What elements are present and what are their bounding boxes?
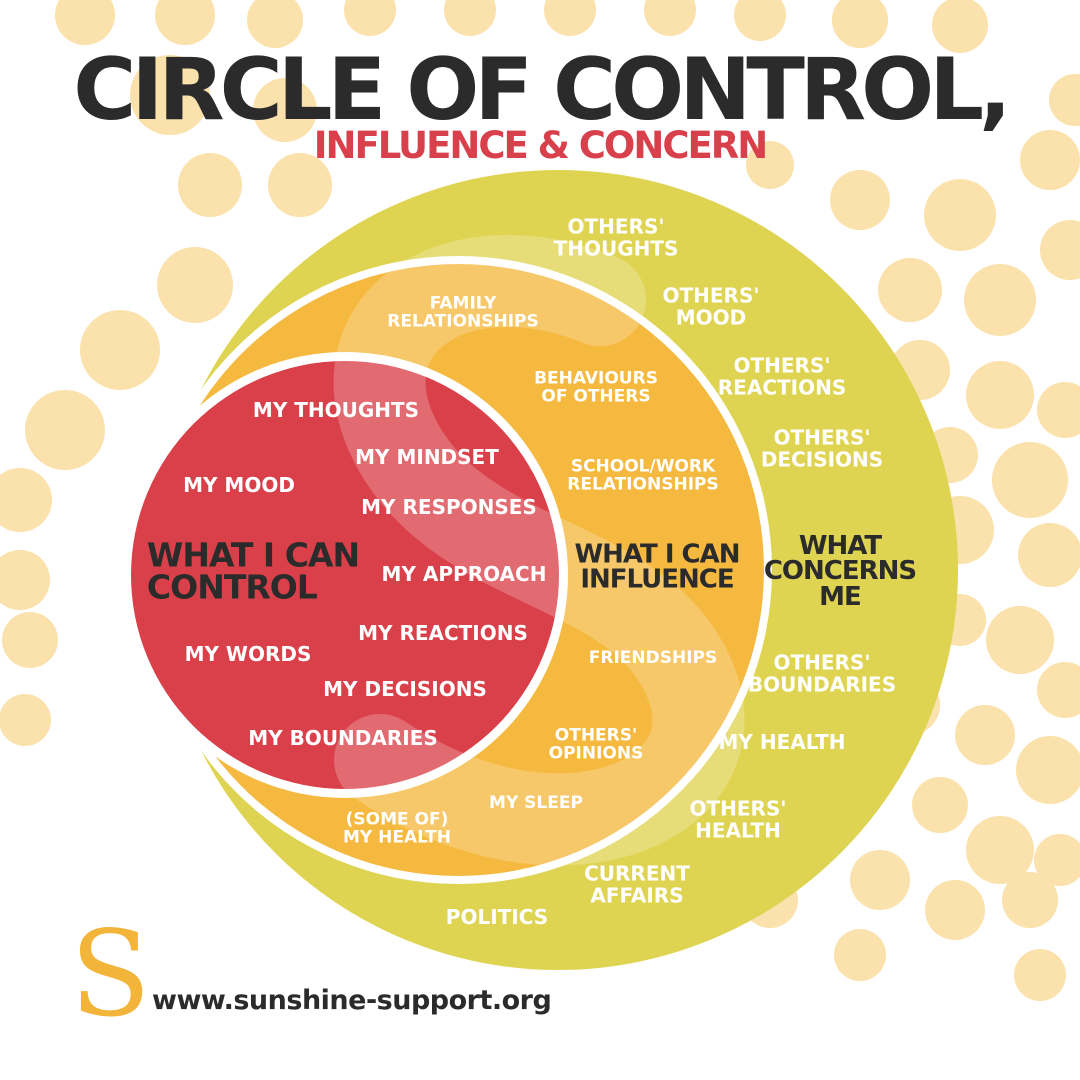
- page-title: CIRCLE OF CONTROL,: [73, 40, 1011, 140]
- background-dot: [157, 247, 233, 323]
- influence-item: FRIENDSHIPS: [588, 647, 718, 668]
- background-dot: [1014, 949, 1066, 1001]
- website-link[interactable]: www.sunshine-support.org: [152, 985, 552, 1016]
- background-dot: [966, 361, 1034, 429]
- background-dot: [2, 612, 58, 668]
- background-dot: [1034, 834, 1080, 886]
- background-dot: [830, 170, 890, 230]
- background-dot: [850, 850, 910, 910]
- background-dot: [746, 141, 794, 189]
- control-circle: [131, 361, 559, 789]
- background-dot: [925, 880, 985, 940]
- background-dot: [932, 0, 988, 53]
- background-dot: [0, 550, 50, 610]
- sunshine-logo: S: [70, 905, 151, 1043]
- background-dot: [0, 694, 51, 746]
- background-dot: [253, 78, 317, 142]
- background-dot: [268, 153, 332, 217]
- background-dot: [130, 55, 210, 135]
- background-dot: [966, 816, 1034, 884]
- background-dots: [0, 0, 1080, 1001]
- background-dot: [992, 442, 1068, 518]
- background-dot: [55, 0, 115, 45]
- concern-item: OTHERS' THOUGHTS: [553, 214, 679, 260]
- background-dot: [878, 258, 942, 322]
- background-dot: [964, 264, 1036, 336]
- background-dot: [1037, 662, 1080, 718]
- control-item: MY APPROACH: [381, 562, 547, 587]
- background-dot: [155, 0, 215, 45]
- control-item: MY REACTIONS: [358, 621, 528, 646]
- background-dot: [1002, 872, 1058, 928]
- background-dot: [1016, 736, 1080, 804]
- background-dot: [544, 0, 596, 36]
- influence-item: MY SLEEP: [489, 792, 583, 813]
- watermark-s: [333, 234, 745, 866]
- background-dot: [955, 705, 1015, 765]
- concern-item: OTHERS' DECISIONS: [760, 425, 884, 471]
- control-item: MY MINDSET: [355, 445, 499, 470]
- concern-item: MY HEALTH: [718, 730, 846, 755]
- concern-item: OTHERS' HEALTH: [689, 796, 787, 842]
- influence-item: FAMILY RELATIONSHIPS: [387, 293, 539, 332]
- influence-item: OTHERS' OPINIONS: [548, 725, 644, 764]
- background-dot: [344, 0, 396, 36]
- background-dot: [1049, 74, 1080, 126]
- concern-heading: WHAT CONCERNS ME: [763, 530, 917, 612]
- background-dot: [912, 777, 968, 833]
- influence-heading: WHAT I CAN INFLUENCE: [574, 539, 740, 595]
- influence-item: SCHOOL/WORK RELATIONSHIPS: [567, 456, 719, 495]
- control-item: MY DECISIONS: [323, 677, 487, 702]
- background-dot: [178, 153, 242, 217]
- control-item: MY THOUGHTS: [252, 398, 420, 423]
- background-dot: [834, 929, 886, 981]
- background-dot: [80, 310, 160, 390]
- background-dot: [444, 0, 496, 36]
- watermark-s-stroke: [333, 234, 745, 866]
- influence-item: (SOME OF) MY HEALTH: [343, 809, 451, 848]
- background-dot: [924, 179, 996, 251]
- circles: [122, 170, 958, 970]
- concern-item: OTHERS' MOOD: [662, 283, 760, 329]
- influence-item: BEHAVIOURS OF OTHERS: [534, 368, 658, 407]
- background-dot: [1018, 523, 1080, 587]
- concern-item: OTHERS' BOUNDARIES: [747, 650, 897, 696]
- control-item: MY BOUNDARIES: [248, 726, 438, 751]
- background-dot: [644, 0, 696, 36]
- control-item: MY MOOD: [183, 473, 295, 498]
- background-dot: [1040, 220, 1080, 280]
- background-dot: [734, 0, 786, 41]
- background-dot: [1037, 382, 1080, 438]
- background-dot: [0, 468, 52, 532]
- control-heading: WHAT I CAN CONTROL: [146, 535, 360, 607]
- background-dot: [25, 390, 105, 470]
- concern-item: POLITICS: [445, 905, 549, 930]
- page-subtitle: INFLUENCE & CONCERN: [313, 124, 768, 167]
- background-dot: [832, 0, 888, 48]
- background-dot: [1020, 130, 1080, 190]
- background-dot: [986, 606, 1054, 674]
- concern-item: OTHERS' REACTIONS: [717, 353, 847, 399]
- background-dot: [247, 0, 303, 48]
- concern-item: CURRENT AFFAIRS: [584, 861, 690, 907]
- control-item: MY RESPONSES: [361, 495, 537, 520]
- control-item: MY WORDS: [184, 642, 312, 667]
